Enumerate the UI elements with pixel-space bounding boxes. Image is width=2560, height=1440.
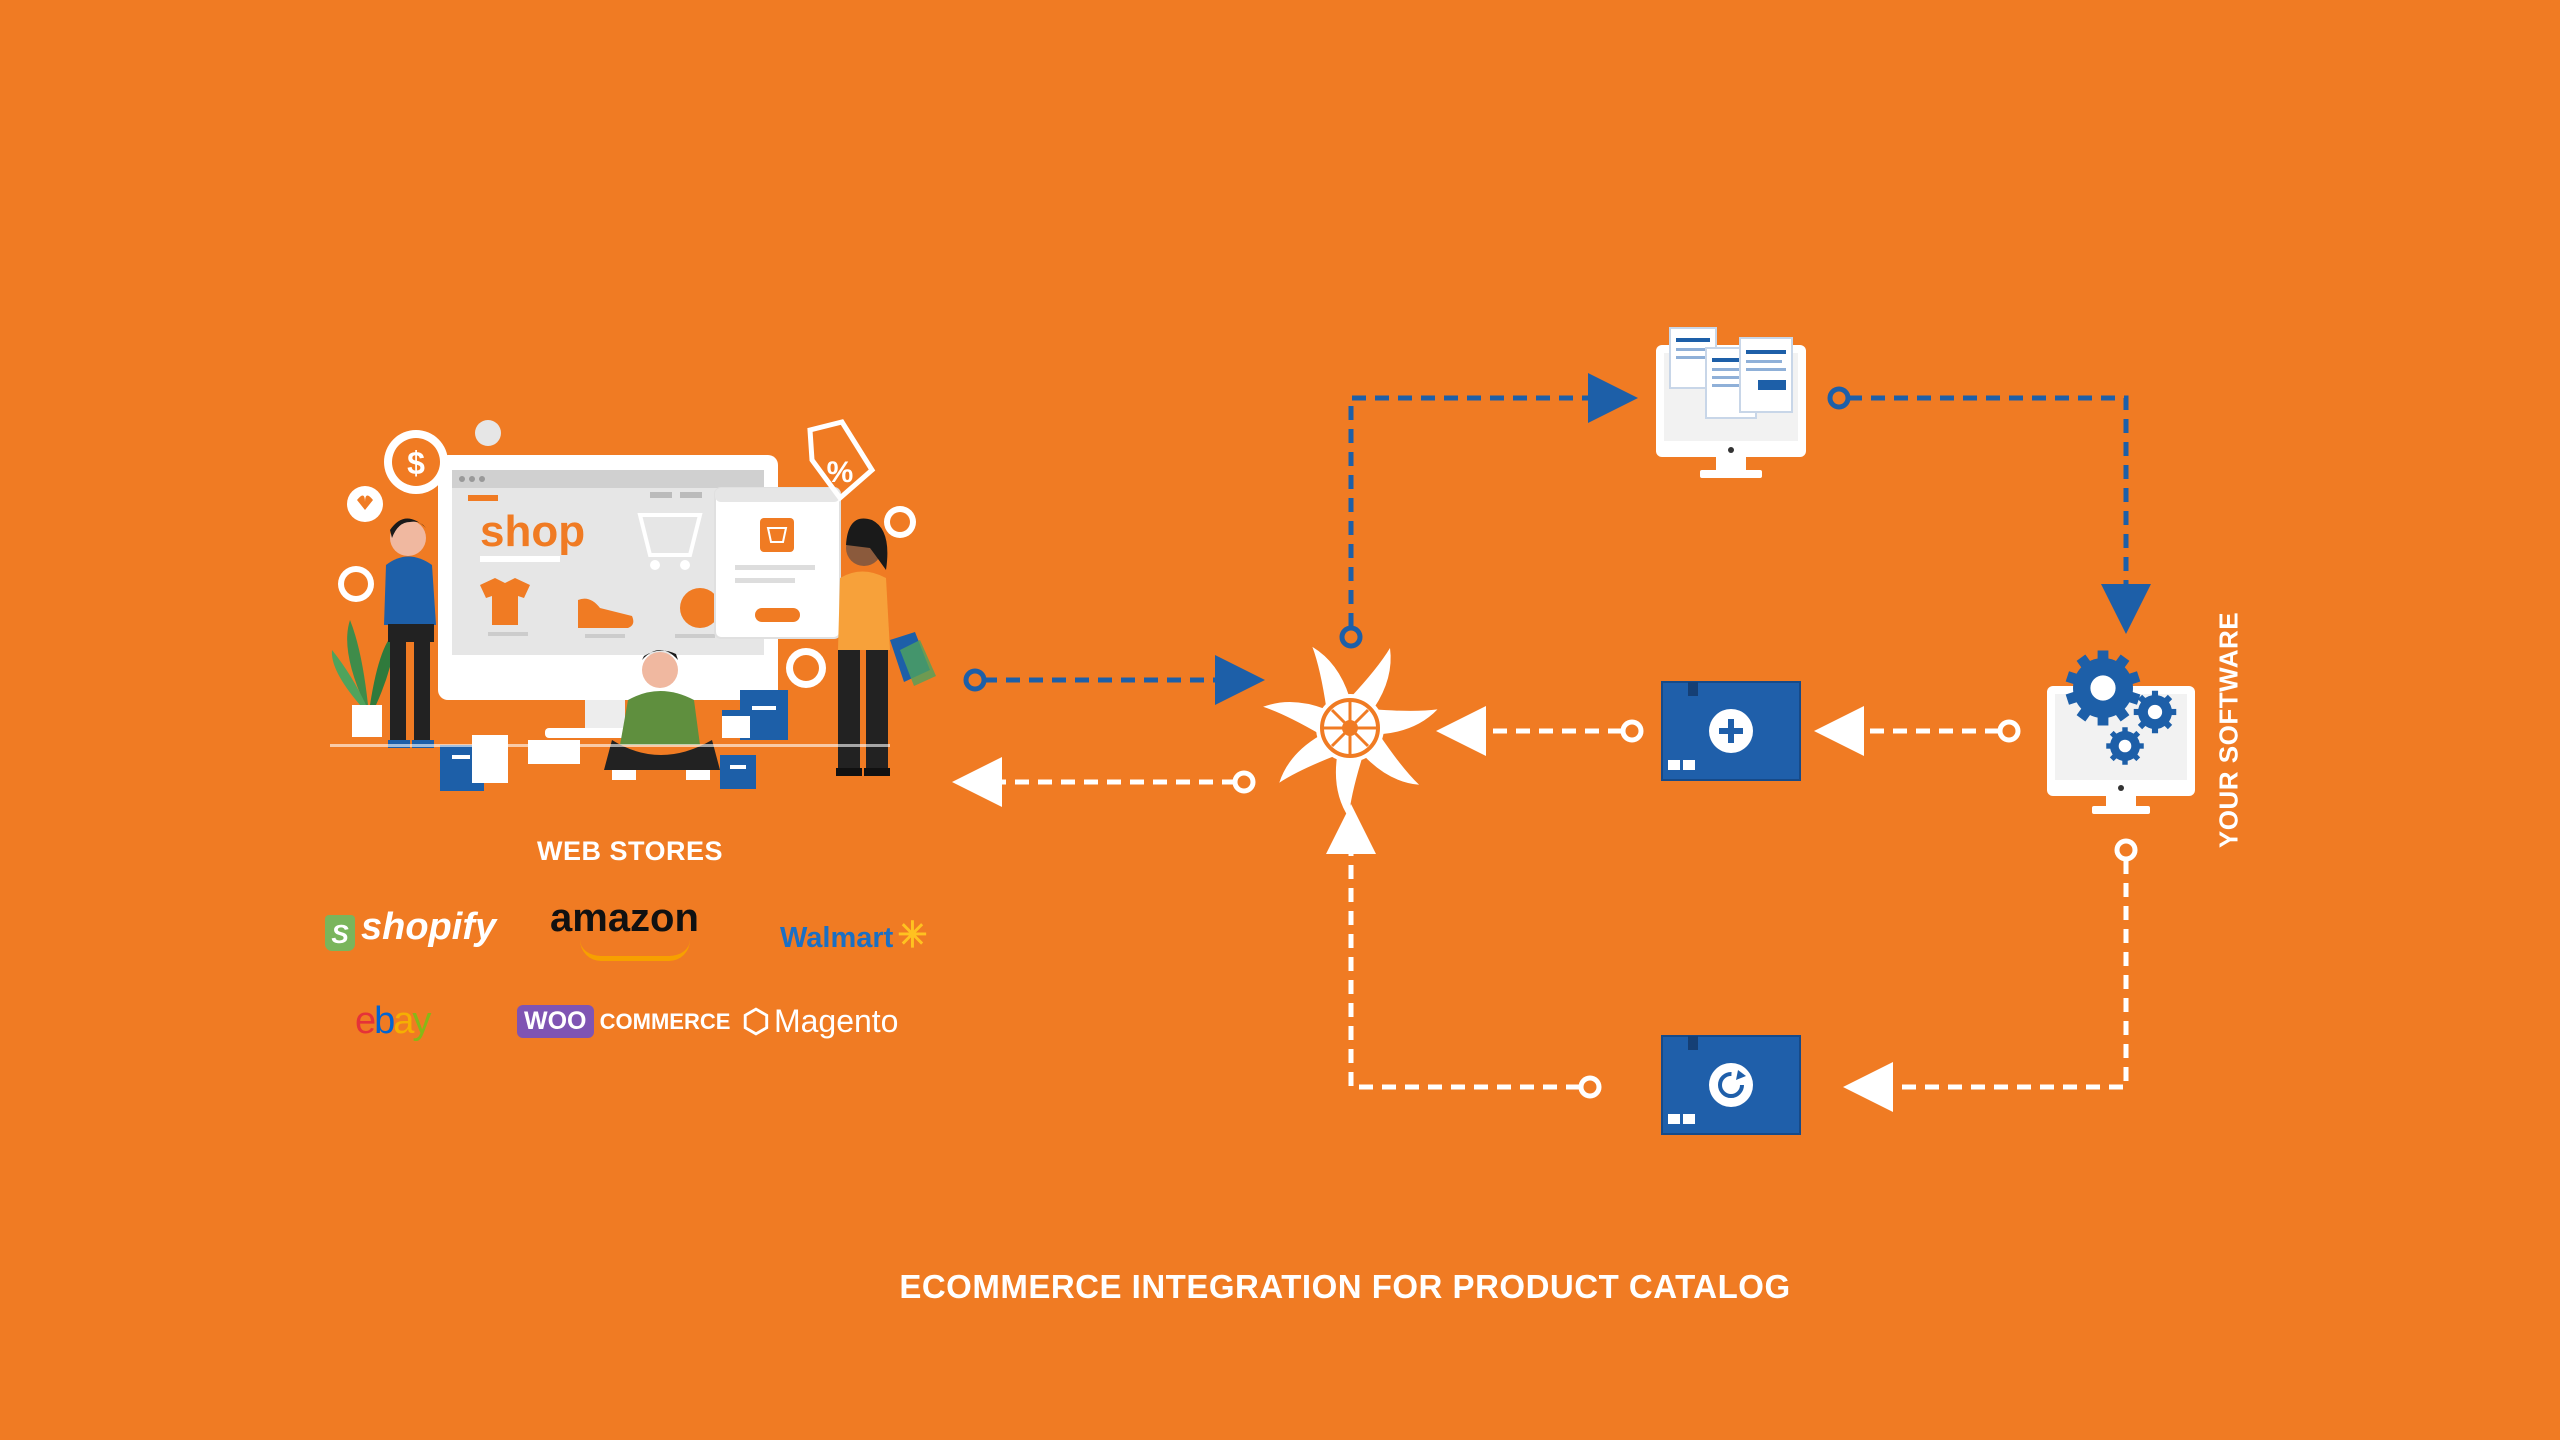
shopify-wordmark: shopify [361, 906, 497, 948]
svg-text:%: % [827, 456, 854, 489]
walmart-wordmark: Walmart [780, 922, 894, 954]
diagram-title: ECOMMERCE INTEGRATION FOR PRODUCT CATALO… [899, 1268, 1791, 1305]
turbine-blade [1350, 648, 1391, 708]
online-shop-illustration-icon: shop $ % [330, 419, 936, 791]
amazon-smile-icon [580, 940, 690, 961]
ebay-letter: e [355, 1000, 376, 1042]
turbine-blade [1335, 755, 1364, 818]
connector-node [1827, 386, 1851, 410]
turbine-blade [1312, 646, 1350, 710]
arrow-software-to-syncbox [1843, 860, 2129, 1112]
gear-hole [2147, 704, 2163, 720]
walmart-logo: Walmart✳ [780, 914, 928, 956]
woo-badge: WOO [517, 1005, 594, 1038]
turbine-blade [1263, 702, 1326, 735]
documents-monitor-icon [1656, 327, 1806, 478]
arrow-syncbox-to-hub [1326, 804, 1580, 1090]
connector-node [1578, 1075, 1602, 1099]
magento-wordmark: Magento [773, 1003, 899, 1039]
gear-hole [2118, 739, 2132, 753]
svg-text:$: $ [407, 445, 425, 481]
connector-node [1232, 770, 1256, 794]
ebay-letter: b [374, 1000, 395, 1042]
walmart-spark-icon: ✳ [897, 914, 928, 955]
web-stores-label: WEB STORES [536, 836, 724, 866]
ebay-letter: y [412, 1000, 431, 1042]
gears-monitor-icon [2047, 650, 2195, 814]
box-sync-icon [1661, 1035, 1801, 1135]
woocommerce-logo: WOO COMMERCE [517, 1005, 730, 1038]
connector-node [1997, 719, 2021, 743]
shop-screen-text: shop [480, 507, 585, 556]
shopify-bag-icon: S [325, 915, 355, 951]
connector-node [1620, 719, 1644, 743]
connector-node [1339, 625, 1363, 649]
ebay-logo: ebay [355, 1000, 431, 1043]
magento-logo: ⬡Magento [742, 1002, 898, 1040]
turbine-blade [1373, 709, 1438, 735]
amazon-logo: amazon [550, 896, 699, 961]
amazon-wordmark: amazon [550, 896, 699, 940]
arrow-documents-to-software [1848, 395, 2151, 634]
connector-node [963, 668, 987, 692]
magento-hex-icon: ⬡ [742, 1003, 770, 1039]
connector-node [2114, 838, 2138, 862]
connectors [952, 373, 2151, 1112]
turbine-hub-icon [1263, 646, 1438, 818]
ebay-letter: a [393, 1000, 414, 1042]
gear-hole [2090, 675, 2116, 701]
arrow-hub-to-documents [1348, 373, 1638, 627]
box-add-icon [1661, 681, 1801, 781]
woo-wordmark: COMMERCE [599, 1009, 731, 1034]
